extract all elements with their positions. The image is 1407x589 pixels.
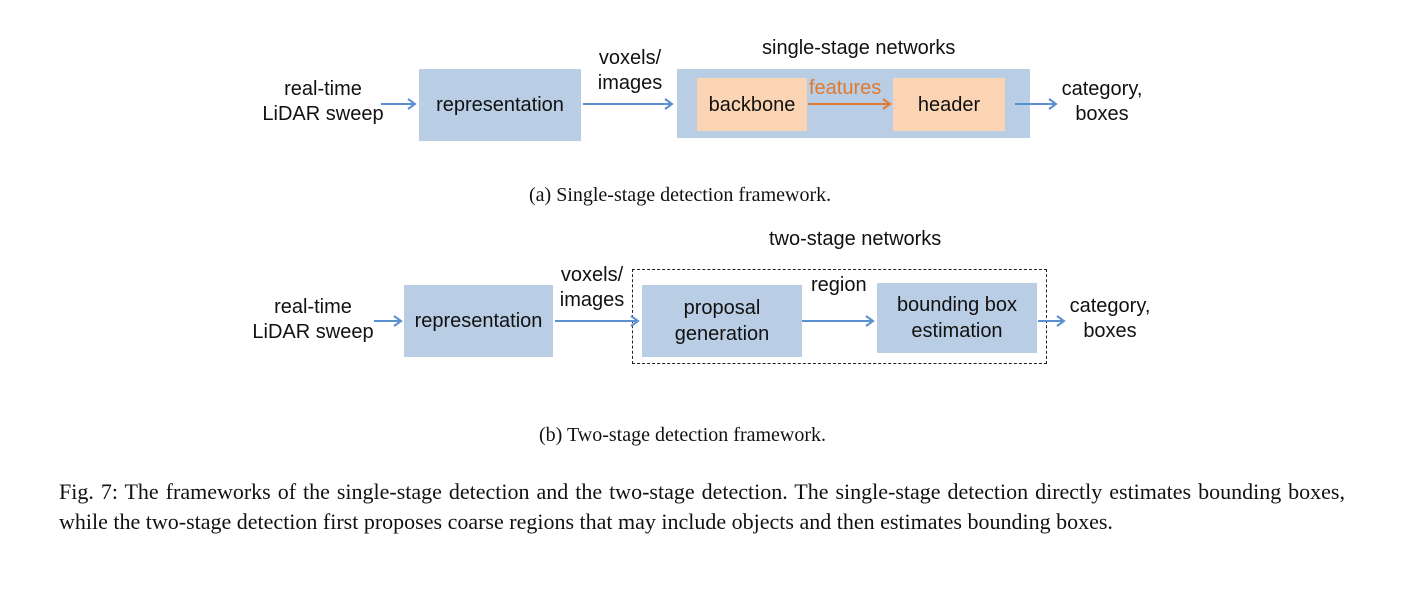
input-label-a: real-time LiDAR sweep [262,78,384,125]
output-label-a: category, boxes [1061,78,1143,125]
representation-box-b: representation [404,285,553,357]
backbone-box: backbone [697,78,807,131]
header-box: header [893,78,1005,131]
two-stage-title: two-stage networks [769,228,942,250]
proposal-generation-box: proposal generation [642,285,802,357]
input-label-b: real-time LiDAR sweep [252,296,374,343]
output-label-b: category, boxes [1069,295,1151,342]
caption-a: (a) Single-stage detection framework. [529,184,832,206]
representation-box-a: representation [419,69,581,141]
voxels-label-a: voxels/ images [597,47,663,94]
region-label: region [811,274,867,296]
bounding-box-estimation-box: bounding box estimation [877,283,1037,353]
single-stage-title: single-stage networks [762,37,956,59]
figure-caption: Fig. 7: The frameworks of the single-sta… [59,479,1345,534]
caption-b: (b) Two-stage detection framework. [539,424,827,446]
voxels-label-b: voxels/ images [559,264,625,311]
features-label: features [809,77,882,99]
